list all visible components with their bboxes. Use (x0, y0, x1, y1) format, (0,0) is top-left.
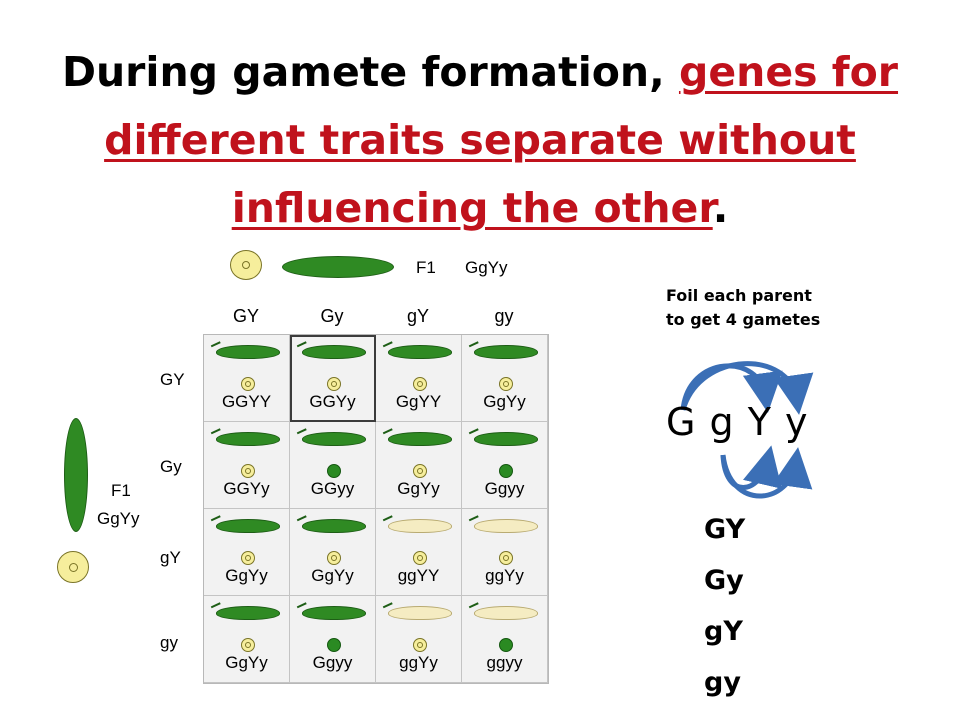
gamete-item: gY (704, 616, 743, 647)
cell-genotype: ggYy (485, 566, 524, 585)
column-header: Gy (320, 306, 344, 326)
gamete-item: gy (704, 667, 741, 698)
cell-genotype: GGYY (221, 392, 272, 411)
punnett-cell: GgYy (376, 422, 462, 509)
yellow-seed-icon (499, 551, 513, 565)
slide-title: During gamete formation, genes for diffe… (40, 38, 920, 242)
green-seed-icon (327, 464, 341, 478)
column-header: gY (406, 306, 430, 326)
yellow-pod-icon (474, 606, 538, 620)
yellow-pod-icon (388, 606, 452, 620)
punnett-cell: ggyy (462, 596, 548, 683)
punnett-cell: GGYy (290, 335, 376, 422)
column-header: gy (494, 306, 514, 326)
green-seed-icon (499, 464, 513, 478)
top-parent-genotype: GgYy (465, 258, 508, 277)
yellow-seed-icon (413, 551, 427, 565)
punnett-cell: GgYy (290, 509, 376, 596)
cell-genotype: Ggyy (312, 653, 353, 672)
arrow-lower-g-to-y-icon (720, 445, 782, 490)
column-header: GY (232, 306, 259, 326)
yellow-seed-icon (413, 464, 427, 478)
punnett-cell: Ggyy (290, 596, 376, 683)
yellow-seed-icon (499, 377, 513, 391)
green-pod-icon (302, 345, 366, 359)
green-seed-icon (327, 638, 341, 652)
green-pod-icon (474, 345, 538, 359)
punnett-cell: GgYY (376, 335, 462, 422)
punnett-cell: Ggyy (462, 422, 548, 509)
side-parent-pod-icon (64, 418, 88, 532)
green-pod-icon (388, 345, 452, 359)
cell-genotype: GgYy (397, 479, 440, 498)
top-parent-label: F1 (416, 258, 436, 277)
cell-genotype: ggYy (399, 653, 438, 672)
punnett-cell: GGyy (290, 422, 376, 509)
side-parent-label: F1 (111, 481, 131, 500)
green-pod-icon (302, 519, 366, 533)
cell-genotype: GgYY (395, 392, 442, 411)
green-seed-icon (499, 638, 513, 652)
foil-line-1: Foil each parent (666, 286, 812, 305)
yellow-seed-icon (327, 551, 341, 565)
punnett-cell: ggYy (462, 509, 548, 596)
side-parent-genotype: GgYy (97, 509, 140, 528)
foil-instruction: Foil each parent to get 4 gametes (666, 284, 820, 332)
foil-line-2: to get 4 gametes (666, 310, 821, 329)
title-highlight: genes for different traits separate with… (104, 48, 899, 232)
arrow-g-to-upper-y-icon (680, 361, 814, 415)
green-pod-icon (474, 432, 538, 446)
cell-genotype: GGyy (310, 479, 355, 498)
green-pod-icon (216, 606, 280, 620)
punnett-cell: GgYy (204, 596, 290, 683)
yellow-seed-icon (241, 377, 255, 391)
side-parent-seed-icon (57, 551, 89, 583)
yellow-seed-icon (413, 377, 427, 391)
title-period: . (712, 184, 729, 232)
yellow-seed-icon (327, 377, 341, 391)
yellow-seed-icon (241, 638, 255, 652)
cell-genotype: GGYy (309, 392, 356, 411)
arrow-lower-g-to-upper-y-icon (720, 447, 813, 499)
yellow-seed-icon (241, 464, 255, 478)
green-pod-icon (388, 432, 452, 446)
punnett-cell: GGYy (204, 422, 290, 509)
green-pod-icon (302, 432, 366, 446)
green-pod-icon (302, 606, 366, 620)
punnett-cell: GgYy (204, 509, 290, 596)
gamete-list: GY Gy gY gy (704, 504, 745, 708)
yellow-seed-icon (241, 551, 255, 565)
punnett-cell: ggYy (376, 596, 462, 683)
cell-genotype: GgYy (311, 566, 354, 585)
cell-genotype: ggYY (397, 566, 440, 585)
top-parent-pod-icon (282, 256, 394, 278)
title-intro: During gamete formation, (61, 48, 679, 96)
cell-genotype: GgYy (483, 392, 526, 411)
green-pod-icon (216, 519, 280, 533)
cell-genotype: ggyy (486, 653, 523, 672)
yellow-seed-icon (413, 638, 427, 652)
green-pod-icon (216, 345, 280, 359)
punnett-cell: GGYY (204, 335, 290, 422)
gamete-item: GY (704, 514, 746, 545)
green-pod-icon (216, 432, 280, 446)
row-header: Gy (160, 457, 182, 476)
yellow-pod-icon (388, 519, 452, 533)
cell-genotype: Ggyy (484, 479, 525, 498)
row-header: GY (160, 370, 185, 389)
punnett-cell: ggYY (376, 509, 462, 596)
row-header: gY (160, 548, 181, 567)
cell-genotype: GGYy (223, 479, 270, 498)
cell-genotype: GgYy (225, 566, 268, 585)
parent-alleles: G g Y y (666, 400, 809, 444)
top-parent-seed-icon (230, 250, 262, 280)
row-header: gy (160, 633, 178, 652)
gamete-item: Gy (704, 565, 744, 596)
yellow-pod-icon (474, 519, 538, 533)
punnett-cell: GgYy (462, 335, 548, 422)
cell-genotype: GgYy (225, 653, 268, 672)
